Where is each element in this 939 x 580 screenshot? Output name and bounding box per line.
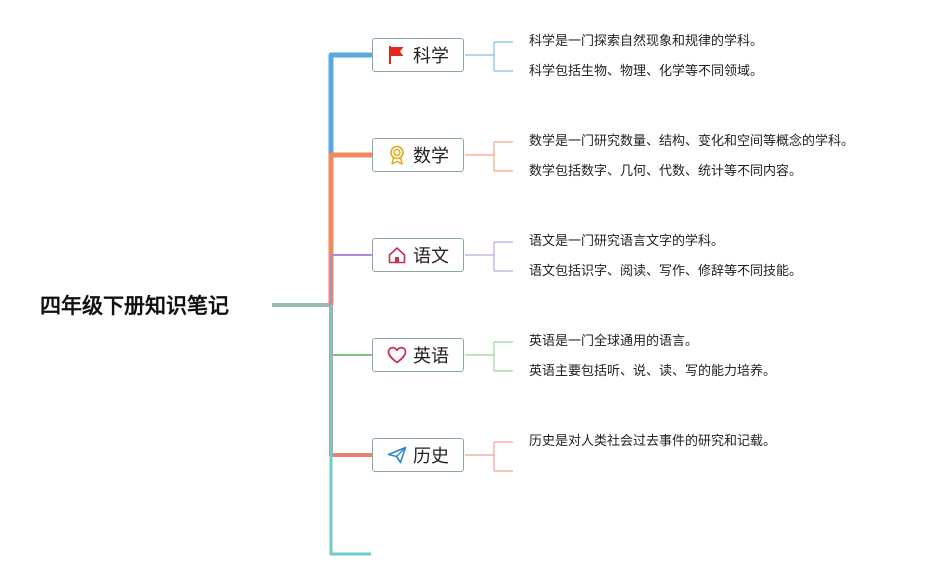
award-medal-icon bbox=[387, 145, 407, 165]
leaf-bracket bbox=[465, 241, 513, 272]
branch-label: 英语 bbox=[413, 346, 449, 367]
root-title[interactable]: 四年级下册知识笔记 bbox=[40, 294, 229, 318]
note-math-2[interactable]: 数学包括数字、几何、代数、统计等不同内容。 bbox=[529, 164, 803, 179]
leaf-bracket bbox=[465, 141, 513, 172]
leaf-bracket bbox=[465, 441, 513, 472]
leaf-bracket bbox=[465, 41, 513, 72]
branch-english[interactable]: 英语 bbox=[372, 338, 464, 372]
send-icon bbox=[387, 445, 407, 465]
branch-label: 历史 bbox=[413, 446, 449, 467]
note-chinese-2[interactable]: 语文包括识字、阅读、写作、修辞等不同技能。 bbox=[529, 264, 803, 279]
note-math-1[interactable]: 数学是一门研究数量、结构、变化和空间等概念的学科。 bbox=[529, 134, 855, 149]
note-science-2[interactable]: 科学包括生物、物理、化学等不同领域。 bbox=[529, 64, 764, 79]
note-history-1[interactable]: 历史是对人类社会过去事件的研究和记载。 bbox=[529, 434, 777, 449]
heart-icon bbox=[387, 345, 407, 365]
branch-label: 科学 bbox=[413, 46, 449, 67]
branch-chinese[interactable]: 语文 bbox=[372, 238, 464, 272]
branch-math[interactable]: 数学 bbox=[372, 138, 464, 172]
branch-history[interactable]: 历史 bbox=[372, 438, 464, 472]
branch-science[interactable]: 科学 bbox=[372, 38, 464, 72]
leaf-bracket bbox=[465, 341, 513, 372]
note-science-1[interactable]: 科学是一门探索自然现象和规律的学科。 bbox=[529, 34, 764, 49]
flag-icon bbox=[387, 45, 407, 65]
note-english-1[interactable]: 英语是一门全球通用的语言。 bbox=[529, 334, 699, 349]
branch-label: 语文 bbox=[413, 246, 449, 267]
note-chinese-1[interactable]: 语文是一门研究语言文字的学科。 bbox=[529, 234, 725, 249]
trunk-tail bbox=[329, 305, 371, 556]
home-icon bbox=[387, 245, 407, 265]
branch-label: 数学 bbox=[413, 146, 449, 167]
note-english-2[interactable]: 英语主要包括听、说、读、写的能力培养。 bbox=[529, 364, 777, 379]
